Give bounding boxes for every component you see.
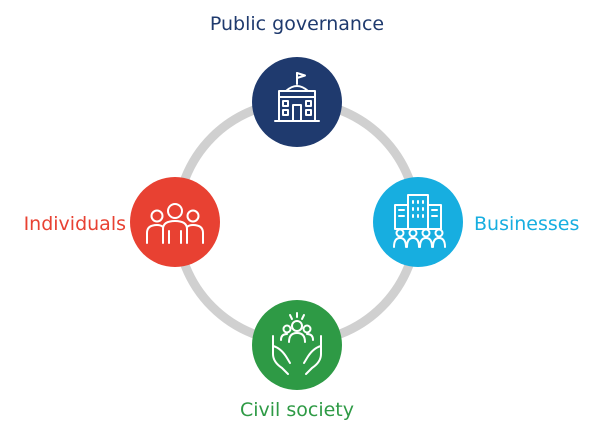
governance-node bbox=[252, 57, 342, 147]
society-node bbox=[252, 300, 342, 390]
individuals-label: Individuals bbox=[23, 213, 126, 235]
businesses-label: Businesses bbox=[474, 213, 580, 235]
hands-holding-people-icon bbox=[272, 312, 322, 375]
society-label: Civil society bbox=[239, 399, 355, 421]
individuals-node bbox=[130, 177, 220, 267]
people-group-icon bbox=[146, 203, 204, 244]
businesses-node bbox=[373, 177, 463, 267]
government-building-icon bbox=[274, 72, 320, 122]
governance-label: Public governance bbox=[209, 13, 385, 35]
office-building-people-icon bbox=[393, 194, 446, 248]
